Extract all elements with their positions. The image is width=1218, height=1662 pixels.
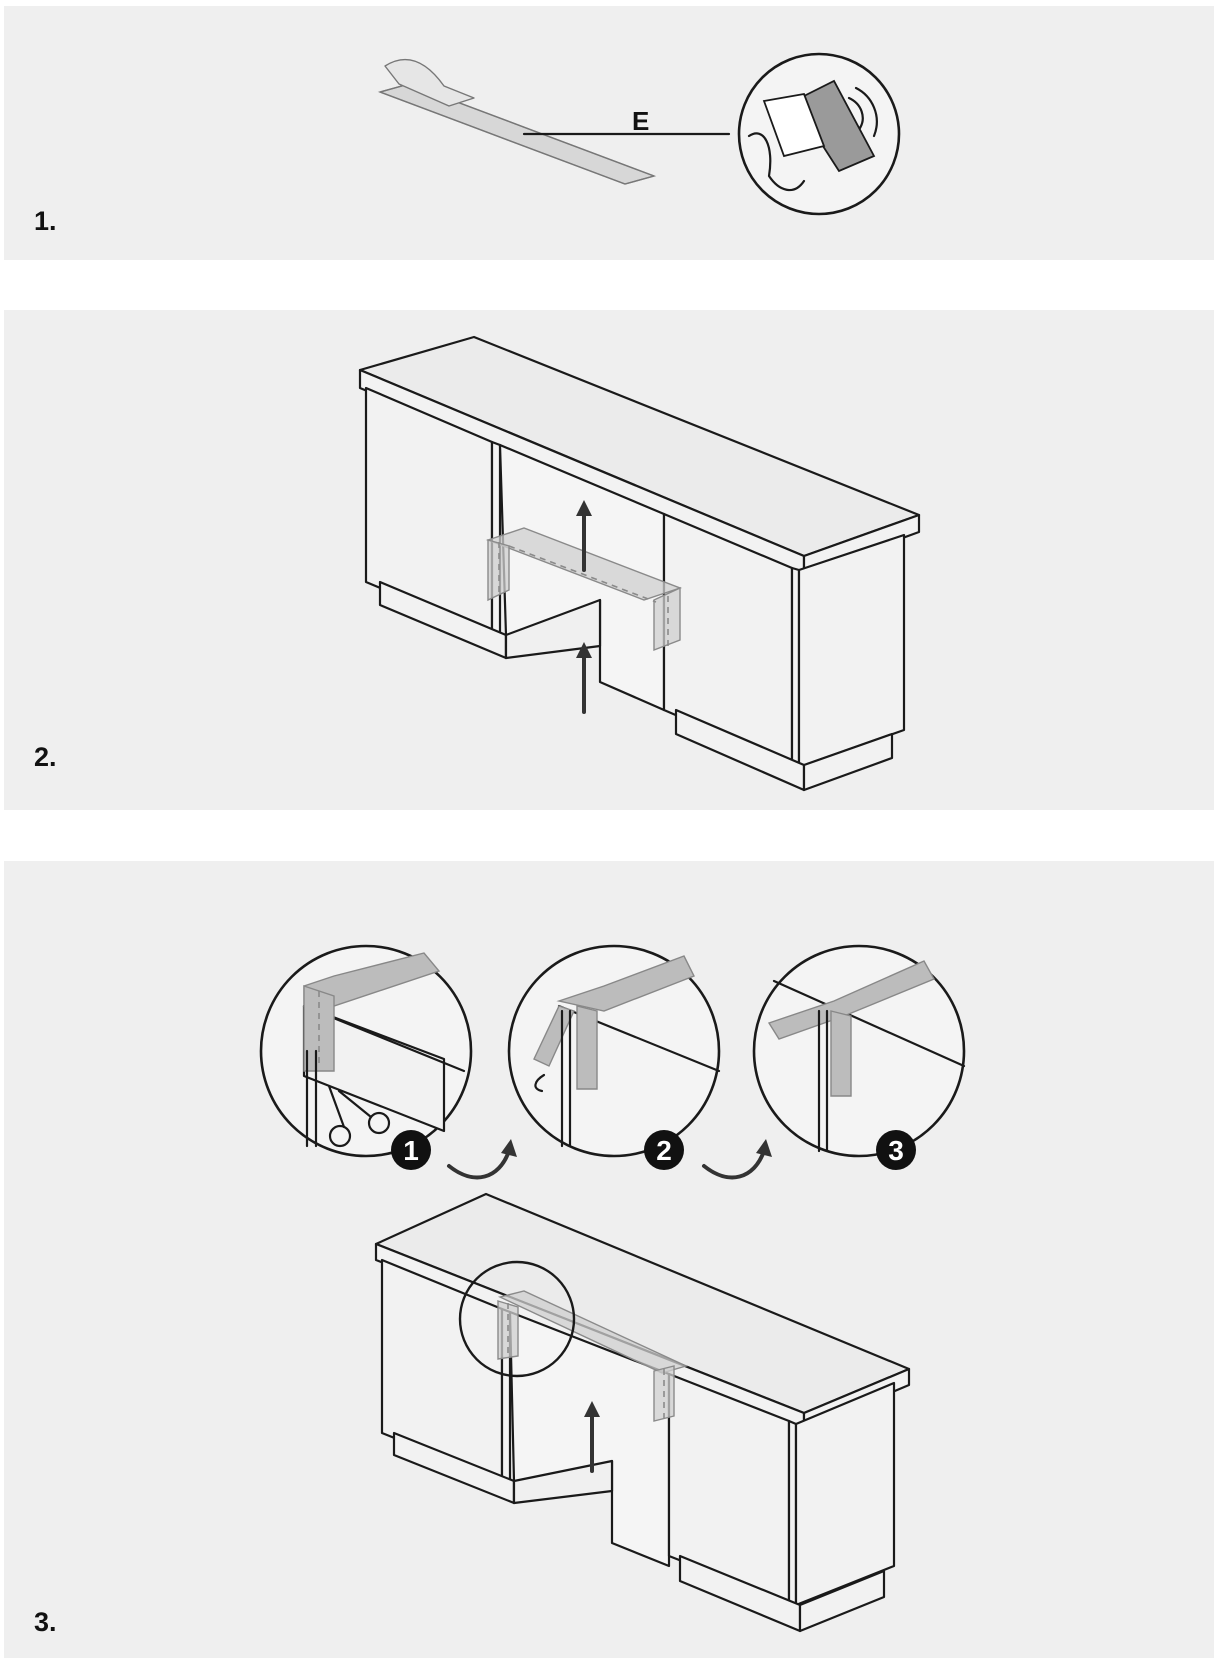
curved-arrow-icon [447,1139,517,1180]
detail-highlight-circle [458,1260,576,1378]
up-arrow-icon [584,1401,600,1473]
step-3-illustration: 1 2 [259,944,966,1633]
adhesive-tape-strip [377,58,657,185]
svg-text:2: 2 [656,1135,672,1166]
detail-circle-finished [752,944,966,1158]
up-arrow-icon [576,642,592,714]
svg-text:1: 1 [403,1135,419,1166]
desk-cabinet [358,335,921,792]
scissors-icon [327,1084,391,1148]
sub-step-badge-2: 2 [644,1130,684,1170]
step-1-illustration: E [377,52,901,216]
detail-circle-fold [507,944,721,1158]
desk-cabinet [374,1192,911,1633]
step-3-panel: 1 2 [4,861,1214,1658]
detail-circle-cut [259,944,473,1158]
callout-letter-e: E [632,106,649,136]
sub-step-badge-3: 3 [876,1130,916,1170]
peel-detail-circle [737,52,901,216]
step-1-label: 1. [34,206,57,236]
sub-step-badge-1: 1 [391,1130,431,1170]
step-1-panel: E 1. [4,6,1214,260]
step-2-label: 2. [34,742,57,772]
curved-arrow-icon [702,1139,772,1180]
svg-text:3: 3 [888,1135,904,1166]
tape-under-desk [497,1290,688,1422]
step-3-label: 3. [34,1607,57,1637]
up-arrow-icon [576,500,592,572]
step-2-panel: 2. [4,310,1214,810]
step-2-illustration [358,335,921,792]
